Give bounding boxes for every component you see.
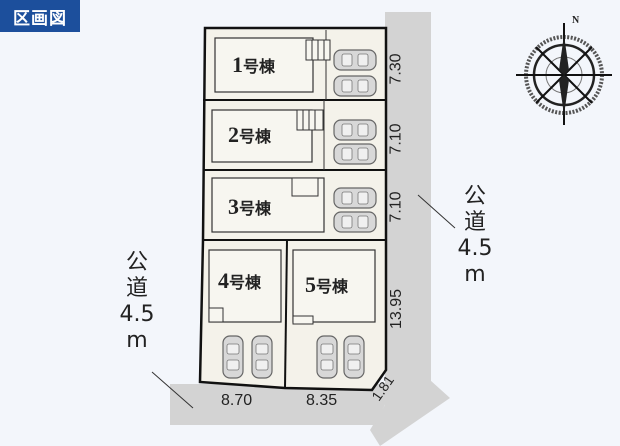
map-badge: 区画図 [0, 0, 80, 32]
dimension-lot5-frontage: 8.35 [306, 392, 338, 409]
building-2 [211, 109, 324, 163]
lot-4-label: 4号棟 [218, 268, 262, 293]
lot-3-label: 3号棟 [228, 194, 272, 219]
building-4 [208, 249, 282, 323]
compass-north-label: N [572, 15, 580, 26]
compass-rose-icon [516, 23, 612, 125]
road-label-west: 公 道 4.5 m [119, 250, 155, 353]
dimension-lot2-depth: 7.10 [387, 123, 405, 155]
building-1 [214, 37, 331, 93]
road-east [370, 12, 450, 446]
leader-line-west [151, 371, 194, 409]
dimension-lot3-depth: 7.10 [387, 191, 405, 223]
dimension-lot45-depth: 13.95 [388, 288, 406, 330]
road-label-east: 公 道 4.5 m [457, 184, 493, 287]
lot-2-label: 2号棟 [228, 122, 272, 147]
lot-1-label: 1号棟 [232, 52, 276, 77]
dimension-lot1-depth: 7.30 [387, 53, 405, 85]
building-3 [211, 177, 325, 233]
dimension-lot4-frontage: 8.70 [221, 392, 253, 409]
leader-line-east [417, 194, 456, 229]
building-5 [292, 249, 376, 325]
lot-5-label: 5号棟 [305, 272, 349, 297]
road-south [170, 384, 395, 425]
